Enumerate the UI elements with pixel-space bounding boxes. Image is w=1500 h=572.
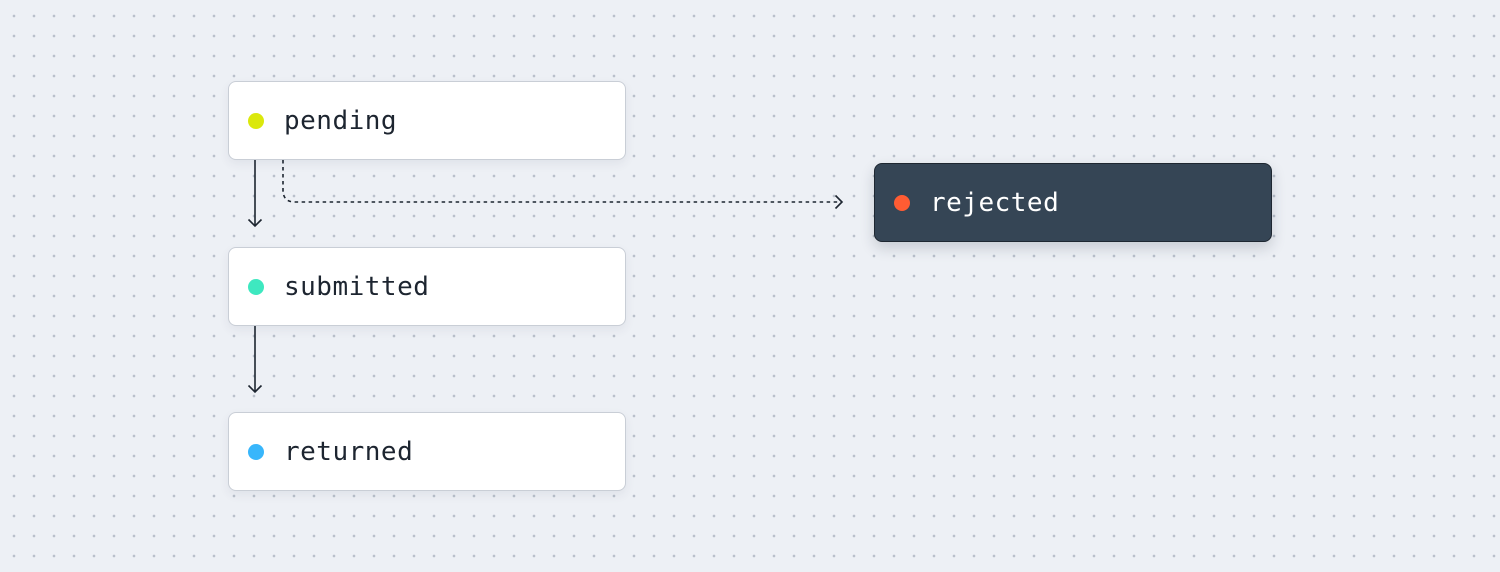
status-dot-icon xyxy=(248,443,264,460)
edge-submitted-to-returned xyxy=(247,326,263,394)
status-dot-icon xyxy=(894,194,910,211)
arrowhead-icon xyxy=(247,384,263,394)
state-node-rejected[interactable]: rejected xyxy=(874,163,1272,242)
state-node-returned[interactable]: returned xyxy=(228,412,626,491)
arrowhead-icon xyxy=(834,194,844,210)
edge-pending-to-rejected xyxy=(282,160,844,210)
status-dot-icon xyxy=(248,278,264,295)
state-label: rejected xyxy=(930,187,1060,218)
state-label: pending xyxy=(284,105,398,136)
status-dot-icon xyxy=(248,112,264,129)
edge-pending-to-submitted xyxy=(247,160,263,228)
state-label: submitted xyxy=(284,271,430,302)
arrowhead-icon xyxy=(247,218,263,228)
state-node-submitted[interactable]: submitted xyxy=(228,247,626,326)
state-node-pending[interactable]: pending xyxy=(228,81,626,160)
state-label: returned xyxy=(284,436,414,467)
